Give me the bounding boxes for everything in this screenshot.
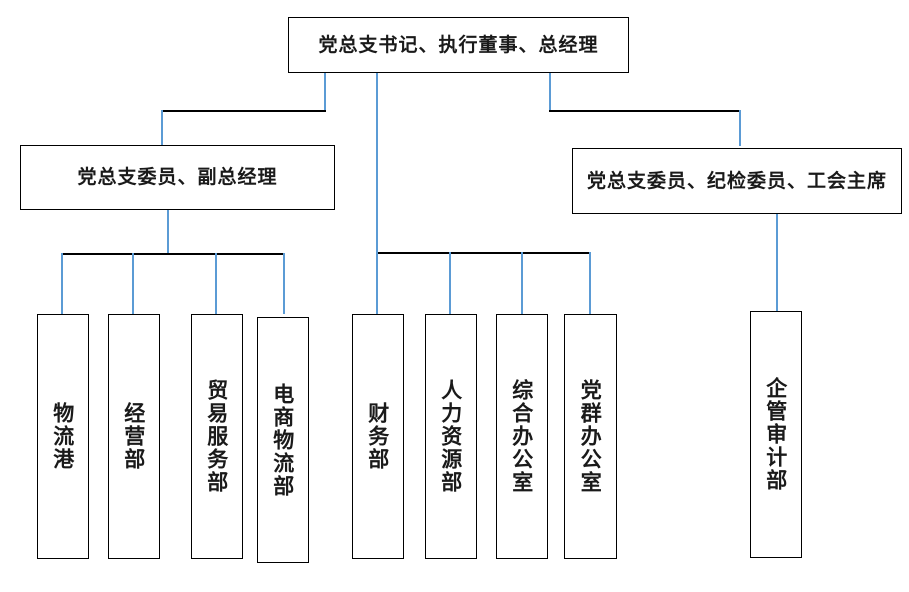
node-label: 财务部 xyxy=(365,402,391,471)
node-label: 党总支委员、副总经理 xyxy=(77,166,278,189)
connector-middle-dept-drop-3 xyxy=(521,252,523,314)
node-department-enterprise-audit[interactable]: 企管审计部 xyxy=(750,311,802,558)
node-department-logistics-port[interactable]: 物流港 xyxy=(37,314,89,559)
node-label: 党总支委员、纪检委员、工会主席 xyxy=(586,169,887,192)
connector-middle-dept-drop-1 xyxy=(376,252,378,314)
connector-top-to-left-drop xyxy=(324,73,326,111)
node-department-operations[interactable]: 经营部 xyxy=(108,314,160,559)
connector-left-dept-drop-3 xyxy=(215,253,217,314)
node-label: 党总支书记、执行董事、总经理 xyxy=(318,33,599,56)
node-department-party-mass-office[interactable]: 党群办公室 xyxy=(564,314,617,559)
connector-top-to-right-drop xyxy=(549,73,551,111)
node-top-party-secretary[interactable]: 党总支书记、执行董事、总经理 xyxy=(288,17,629,73)
node-deputy-general-manager[interactable]: 党总支委员、副总经理 xyxy=(20,145,335,210)
node-label: 党群办公室 xyxy=(578,379,604,494)
node-label: 企管审计部 xyxy=(763,377,789,492)
connector-left-node-to-bus xyxy=(167,209,169,254)
connector-middle-dept-drop-4 xyxy=(589,252,591,314)
connector-left-dept-drop-1 xyxy=(61,253,63,314)
node-label: 物流港 xyxy=(50,402,76,471)
connector-top-to-middle-drop xyxy=(376,73,378,253)
node-department-general-office[interactable]: 综合办公室 xyxy=(496,314,548,559)
connector-left-department-bus xyxy=(61,253,284,255)
connector-middle-dept-drop-2 xyxy=(449,252,451,314)
node-department-human-resources[interactable]: 人力资源部 xyxy=(425,314,477,559)
connector-top-to-right-bus xyxy=(549,110,740,112)
node-label: 电商物流部 xyxy=(270,382,296,498)
node-department-finance[interactable]: 财务部 xyxy=(352,314,404,559)
node-label: 综合办公室 xyxy=(509,379,535,494)
node-label: 人力资源部 xyxy=(438,379,464,494)
connector-left-dept-drop-4 xyxy=(283,253,285,314)
connector-right-node-to-dept xyxy=(776,213,778,312)
node-label: 经营部 xyxy=(121,402,147,471)
connector-middle-department-bus xyxy=(376,252,590,254)
node-label: 贸易服务部 xyxy=(204,379,230,494)
node-discipline-union-chair[interactable]: 党总支委员、纪检委员、工会主席 xyxy=(572,148,902,214)
node-department-trade-service[interactable]: 贸易服务部 xyxy=(191,314,243,559)
connector-right-branch-drop xyxy=(739,110,741,146)
connector-top-to-left-bus xyxy=(161,110,326,112)
node-department-ecommerce-logistics[interactable]: 电商物流部 xyxy=(257,317,309,563)
connector-left-branch-drop xyxy=(161,110,163,146)
connector-left-dept-drop-2 xyxy=(132,253,134,314)
